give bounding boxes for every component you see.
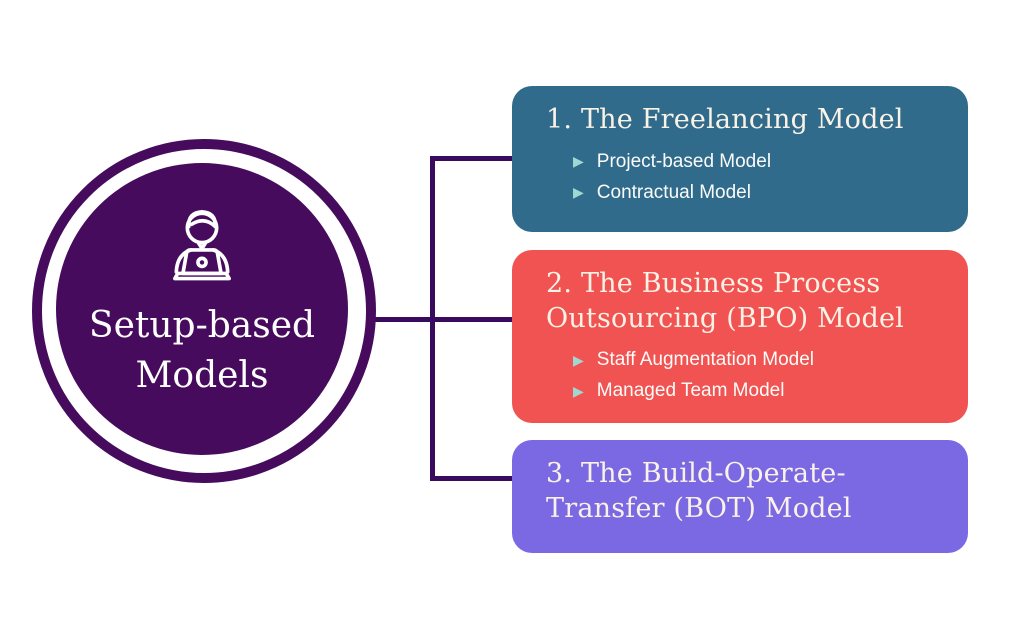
triangle-bullet-icon: ▶ (573, 382, 584, 399)
triangle-bullet-icon: ▶ (573, 351, 584, 368)
card-title: 2. The Business Process Outsourcing (BPO… (546, 268, 904, 334)
connector-line-hub (372, 317, 513, 322)
person-at-laptop-icon (158, 197, 246, 297)
bullet-label: Managed Team Model (596, 380, 785, 402)
hub-node: Setup-based Models (56, 163, 348, 455)
triangle-bullet-icon: ▶ (573, 184, 584, 201)
hub-label: Setup-based Models (89, 301, 315, 402)
connector-line-vertical (430, 156, 435, 481)
card-bpo-model: 2. The Business Process Outsourcing (BPO… (512, 250, 968, 423)
bullet-list: ▶ Staff Augmentation Model ▶ Managed Tea… (573, 345, 942, 405)
card-title: 3. The Build-Operate-Transfer (BOT) Mode… (546, 458, 852, 524)
connector-line-top-branch (433, 156, 513, 161)
card-freelancing-model: 1. The Freelancing Model ▶ Project-based… (512, 86, 968, 232)
hub-label-line-1: Setup-based (88, 305, 316, 346)
bullet-label: Project-based Model (596, 150, 772, 172)
bullet-item: ▶ Managed Team Model (573, 376, 942, 405)
card-bot-model: 3. The Build-Operate-Transfer (BOT) Mode… (512, 440, 968, 553)
bullet-label: Contractual Model (596, 181, 751, 203)
bullet-item: ▶ Project-based Model (573, 147, 942, 176)
card-title: 1. The Freelancing Model (546, 104, 904, 135)
connector-line-bottom-branch (433, 476, 513, 481)
bullet-item: ▶ Staff Augmentation Model (573, 345, 942, 374)
hub-label-line-2: Models (135, 355, 269, 397)
bullet-label: Staff Augmentation Model (596, 349, 815, 371)
bullet-item: ▶ Contractual Model (573, 178, 942, 207)
bullet-list: ▶ Project-based Model ▶ Contractual Mode… (573, 147, 942, 207)
triangle-bullet-icon: ▶ (573, 153, 584, 170)
